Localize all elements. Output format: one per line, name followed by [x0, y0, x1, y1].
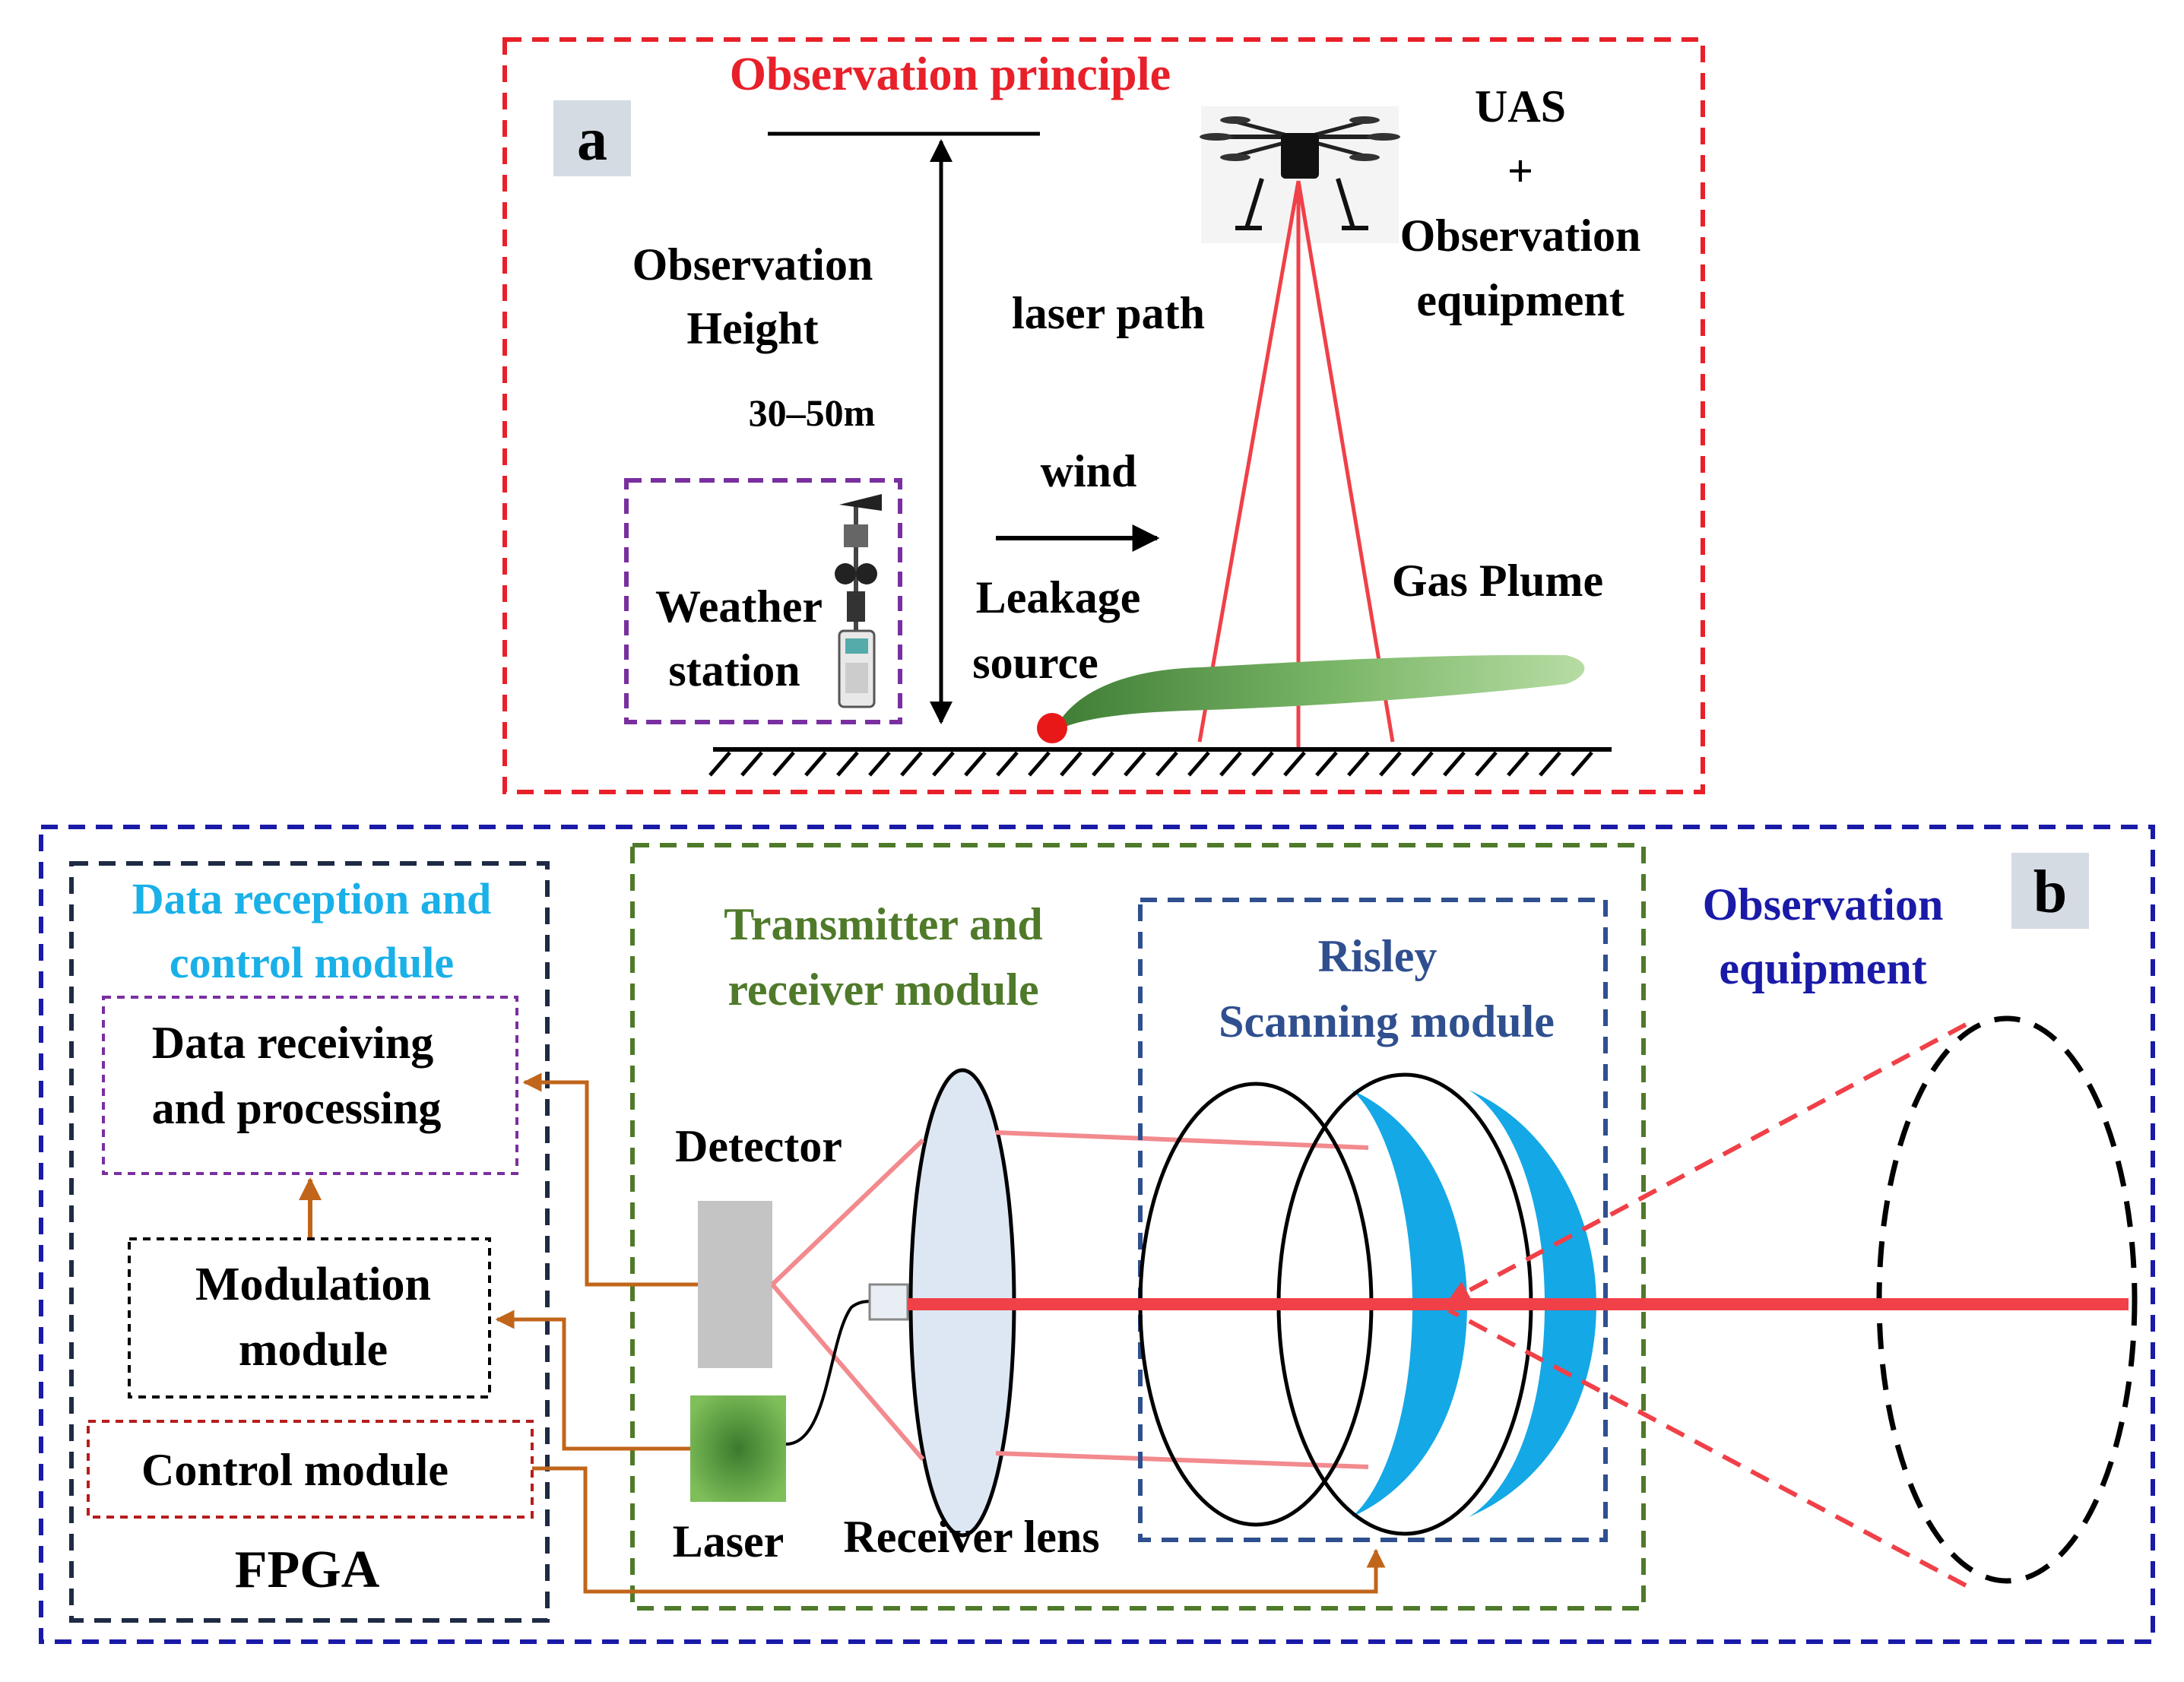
panel-a-badge: a [577, 106, 607, 173]
height-label-line2: Height [686, 303, 818, 353]
ground-hatch [1507, 751, 1529, 777]
gas-plume-shape [1055, 654, 1585, 731]
ground-hatch [900, 751, 923, 777]
laser-path-right [1296, 180, 1395, 743]
panel-a-frame [502, 37, 1705, 794]
ground-hatch [1443, 751, 1466, 777]
ground-hatch [868, 751, 891, 777]
fpga-label: FPGA [235, 1541, 380, 1599]
ground-hatch [1475, 751, 1498, 777]
obs-equip-line1: Observation [1703, 879, 1944, 930]
ground-hatch [1251, 751, 1274, 777]
risley-module-frame [1138, 898, 1608, 1542]
ground-hatch [1060, 751, 1082, 777]
ground-hatch [1347, 751, 1370, 777]
control-module-label: Control module [141, 1445, 449, 1495]
data-receiving-box [102, 996, 518, 1175]
uas-line1: UAS [1475, 81, 1566, 131]
panel-a-badge-bg [553, 100, 631, 176]
data-module-line2: control module [170, 938, 454, 987]
scan-cone-top [1447, 1022, 1967, 1303]
trx-module-frame [630, 843, 1646, 1611]
control-wiring [495, 1072, 1386, 1594]
laser-block [690, 1395, 786, 1502]
ground-hatch [804, 751, 827, 777]
data-module-line1: Data reception and [132, 874, 492, 923]
leak-line2: source [972, 638, 1098, 688]
ground-hatch [772, 751, 795, 777]
ground-hatch [996, 751, 1019, 777]
panel-b-badge-bg [2011, 853, 2089, 929]
laser-fiber [785, 1300, 875, 1446]
ground-hatch [1187, 751, 1210, 777]
panel-a: a Observation principle Observation Heig… [502, 37, 1705, 794]
data-recv-line2: and processing [152, 1083, 442, 1133]
weather-line1: Weather [655, 581, 823, 632]
modulation-line2: module [239, 1324, 388, 1376]
detector-block [698, 1201, 772, 1368]
modulation-box [128, 1237, 491, 1398]
height-label-line1: Observation [632, 239, 873, 290]
control-module-box [87, 1420, 534, 1519]
ground-hatch [1219, 751, 1242, 777]
weather-station-frame [624, 478, 902, 724]
ground-hatch [836, 751, 859, 777]
prism-2-wedge [1469, 1090, 1596, 1517]
ground-hatch [1092, 751, 1114, 777]
collimator [868, 1283, 909, 1321]
ground-hatch [964, 751, 987, 777]
panel-b: b Data reception and control module Data… [39, 825, 2155, 1644]
ground-line [708, 747, 1612, 777]
ground-hatch [1124, 751, 1146, 777]
prism-1-wedge [1352, 1090, 1467, 1517]
ground-hatch [1379, 751, 1402, 777]
laser-path-left [1197, 180, 1301, 743]
uas-line4: equipment [1416, 275, 1624, 325]
wind-label: wind [1041, 446, 1137, 496]
panel-a-title: Observation principle [730, 49, 1171, 100]
modulation-line1: Modulation [195, 1259, 431, 1310]
gas-plume-label: Gas Plume [1392, 556, 1603, 606]
ground-hatch [708, 751, 731, 777]
trx-line1: Transmitter and [724, 899, 1042, 949]
risley-line2: Scanning module [1219, 996, 1555, 1047]
ground-hatch [1315, 751, 1338, 777]
ground-hatch [1411, 751, 1434, 777]
leakage-source-dot [1037, 713, 1067, 743]
ground-hatch [1283, 751, 1306, 777]
weather-station-icon [835, 494, 882, 708]
laser-label: Laser [673, 1516, 785, 1566]
detector-label: Detector [675, 1121, 842, 1171]
ground-hatch [1539, 751, 1561, 777]
risley-line1: Risley [1318, 931, 1438, 981]
height-value: 30–50m [749, 391, 876, 434]
data-recv-line1: Data receiving [152, 1018, 433, 1068]
ground-hatch [740, 751, 763, 777]
weather-line2: station [668, 645, 800, 695]
leak-line1: Leakage [976, 572, 1141, 622]
trx-line2: receiver module [727, 965, 1038, 1015]
panel-b-frame [39, 825, 2155, 1644]
ground-hatch [932, 751, 955, 777]
uas-line3: Observation [1400, 211, 1641, 261]
ground-hatch [1571, 751, 1593, 777]
data-module-frame [69, 861, 550, 1623]
uas-line2: + [1507, 146, 1533, 196]
optical-paths [770, 1130, 1369, 1469]
panel-b-badge: b [2033, 859, 2068, 926]
receiver-lens-label: Receiver lens [843, 1512, 1099, 1562]
ground-hatch [1155, 751, 1178, 777]
laser-path-label: laser path [1012, 288, 1205, 338]
ground-hatch [1028, 751, 1051, 777]
drone-icon [1200, 106, 1400, 243]
scan-cone-bottom [1447, 1308, 1967, 1588]
obs-equip-line2: equipment [1719, 943, 1926, 993]
